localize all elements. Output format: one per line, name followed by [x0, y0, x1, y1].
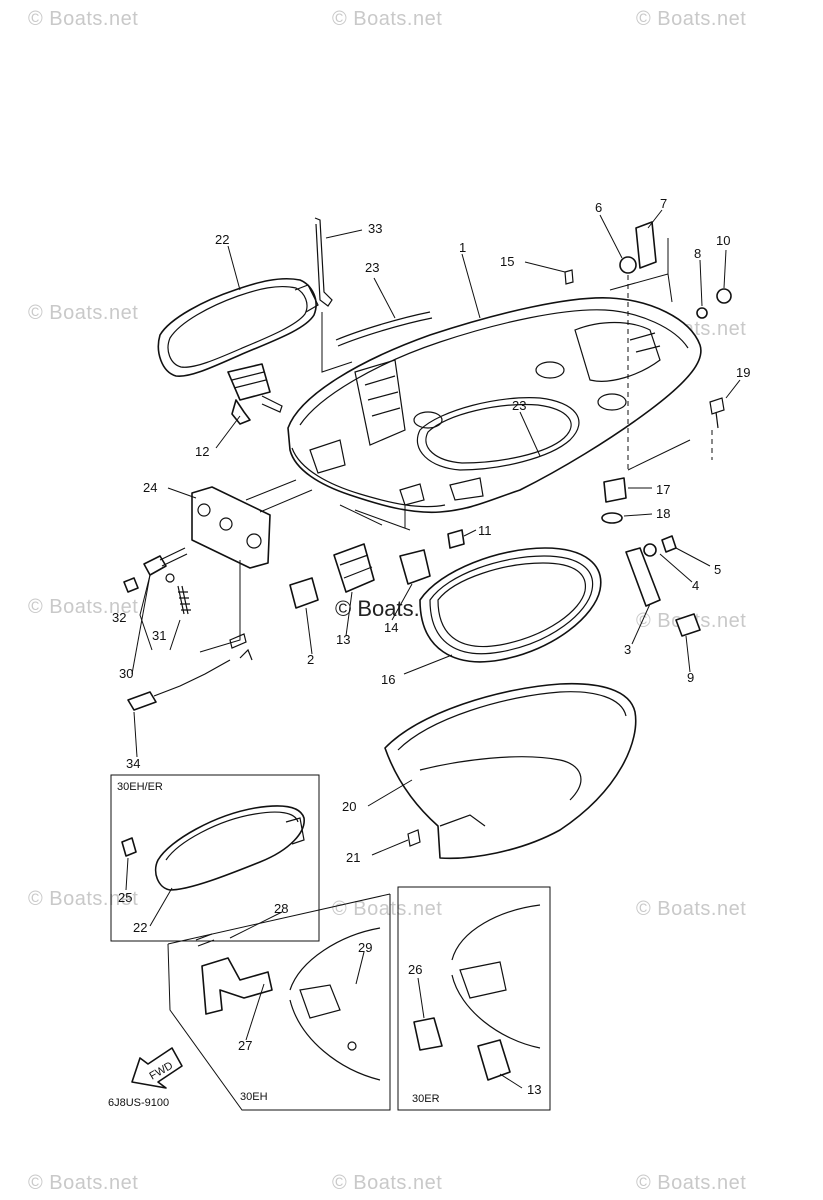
callout-27: 27: [238, 1038, 252, 1053]
callout-9: 9: [687, 670, 694, 685]
callout-22: 22: [215, 232, 229, 247]
bottom-cowling-part[interactable]: [287, 297, 702, 514]
callout-13b: 13: [527, 1082, 541, 1097]
callout-6: 6: [595, 200, 602, 215]
callout-26: 26: [408, 962, 422, 977]
callout-1: 1: [459, 240, 466, 255]
callout-18: 18: [656, 506, 670, 521]
watermark-text: © Boats.net: [28, 888, 139, 910]
callout-32: 32: [112, 610, 126, 625]
callout-3: 3: [624, 642, 631, 657]
callout-22b: 22: [133, 920, 147, 935]
callout-numbers: 1 2 3 4 5 6 7 8 9 10 11 12 13 14 15 16 1…: [112, 196, 750, 1097]
inset-box-30eh: [167, 893, 391, 1111]
callout-23: 23: [365, 260, 379, 275]
callout-2: 2: [307, 652, 314, 667]
watermark-text: © Boats.net: [28, 302, 139, 324]
callout-11: 11: [478, 523, 492, 538]
callout-19: 19: [736, 365, 750, 380]
watermark-text: © Boats.net: [636, 898, 747, 920]
callout-34: 34: [126, 756, 140, 771]
callout-31: 31: [152, 628, 166, 643]
assembly-lines: [139, 238, 713, 653]
callout-5: 5: [714, 562, 721, 577]
callout-24: 24: [143, 480, 157, 495]
seal-strip-part[interactable]: [335, 311, 433, 347]
leader-lines: [131, 209, 741, 856]
callout-23b: 23: [512, 398, 526, 413]
callout-15: 15: [500, 254, 514, 269]
watermark-text: © Boats.net: [28, 8, 139, 30]
callout-25: 25: [118, 890, 132, 905]
gasket-plate-part[interactable]: [191, 486, 271, 569]
watermark-text: © Boats.net: [332, 8, 443, 30]
callout-28: 28: [274, 901, 288, 916]
callout-29: 29: [358, 940, 372, 955]
fitting-parts[interactable]: [123, 547, 191, 615]
inset-label-30er: 30ER: [412, 1093, 440, 1105]
lower-cover-part[interactable]: [384, 682, 637, 860]
callout-14: 14: [384, 620, 398, 635]
diagram-code: 6J8US-9100: [108, 1097, 169, 1109]
callout-4: 4: [692, 578, 699, 593]
watermark-text: © Boats.net: [636, 8, 747, 30]
bracket-grommet-part[interactable]: [227, 363, 283, 425]
inset-box-30er: [397, 886, 551, 1111]
rubber-seal-part[interactable]: [419, 547, 602, 663]
inset-box-30eh-er: [110, 774, 320, 942]
callout-17: 17: [656, 482, 670, 497]
callout-12: 12: [195, 444, 209, 459]
cable-connector-part[interactable]: [127, 633, 253, 711]
forward-arrow-icon: FWD: [131, 1047, 183, 1089]
callout-10: 10: [716, 233, 730, 248]
inset-label-30eh-er: 30EH/ER: [117, 781, 163, 793]
grommet-part[interactable]: [333, 543, 375, 593]
callout-16: 16: [381, 672, 395, 687]
watermark-text: © Boats.net: [28, 596, 139, 618]
grommet-part[interactable]: [399, 549, 431, 585]
callout-33: 33: [368, 221, 382, 236]
callout-21: 21: [346, 850, 360, 865]
watermark-text: © Boats.net: [332, 1172, 443, 1194]
callout-7: 7: [660, 196, 667, 211]
callout-30: 30: [119, 666, 133, 681]
watermark-text: © Boats.net: [636, 1172, 747, 1194]
inset-label-30eh: 30EH: [240, 1091, 268, 1103]
cover-plate-part[interactable]: [157, 277, 319, 377]
watermark-text: © Boats.net: [28, 1172, 139, 1194]
hardware-part[interactable]: [407, 221, 732, 847]
callout-13: 13: [336, 632, 350, 647]
callout-20: 20: [342, 799, 356, 814]
watermark-text: © Boats.net: [332, 898, 443, 920]
grommet-part[interactable]: [289, 577, 319, 609]
callout-8: 8: [694, 246, 701, 261]
rod-part[interactable]: [314, 217, 333, 307]
